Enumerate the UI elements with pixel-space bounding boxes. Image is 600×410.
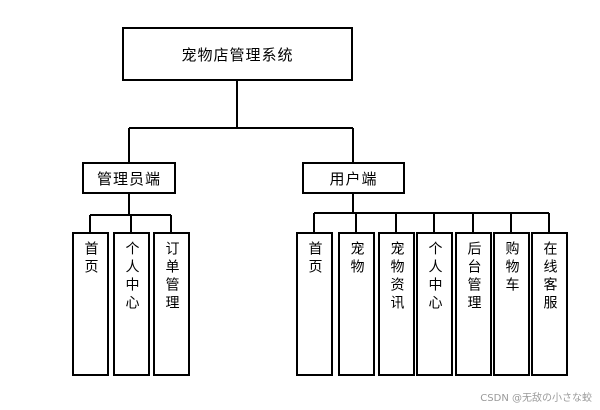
admin-item-label: 个人中心 bbox=[123, 241, 140, 313]
user-item-online-service: 在线客服 bbox=[531, 232, 568, 376]
user-item-label: 宠物资讯 bbox=[388, 241, 405, 313]
user-node: 用户端 bbox=[302, 162, 405, 194]
root-label: 宠物店管理系统 bbox=[181, 45, 294, 64]
user-item-label: 购物车 bbox=[503, 241, 520, 295]
watermark: CSDN @无敌の小さな蛟 bbox=[480, 393, 592, 404]
admin-item-label: 订单管理 bbox=[163, 241, 180, 313]
admin-item-personal-center: 个人中心 bbox=[113, 232, 150, 376]
user-item-label: 首页 bbox=[306, 241, 323, 277]
admin-item-home: 首页 bbox=[72, 232, 109, 376]
user-item-pet-news: 宠物资讯 bbox=[378, 232, 415, 376]
user-item-label: 个人中心 bbox=[426, 241, 443, 313]
user-item-personal-center: 个人中心 bbox=[416, 232, 453, 376]
admin-item-order-management: 订单管理 bbox=[153, 232, 190, 376]
admin-item-label: 首页 bbox=[82, 241, 99, 277]
user-item-label: 后台管理 bbox=[465, 241, 482, 313]
user-item-home: 首页 bbox=[296, 232, 333, 376]
user-item-pets: 宠物 bbox=[338, 232, 375, 376]
admin-label: 管理员端 bbox=[96, 169, 161, 188]
user-label: 用户端 bbox=[329, 169, 378, 188]
user-item-label: 宠物 bbox=[348, 241, 365, 277]
root-node: 宠物店管理系统 bbox=[122, 27, 353, 81]
user-item-backend-management: 后台管理 bbox=[455, 232, 492, 376]
user-item-label: 在线客服 bbox=[541, 241, 558, 313]
user-item-shopping-cart: 购物车 bbox=[493, 232, 530, 376]
admin-node: 管理员端 bbox=[82, 162, 176, 194]
